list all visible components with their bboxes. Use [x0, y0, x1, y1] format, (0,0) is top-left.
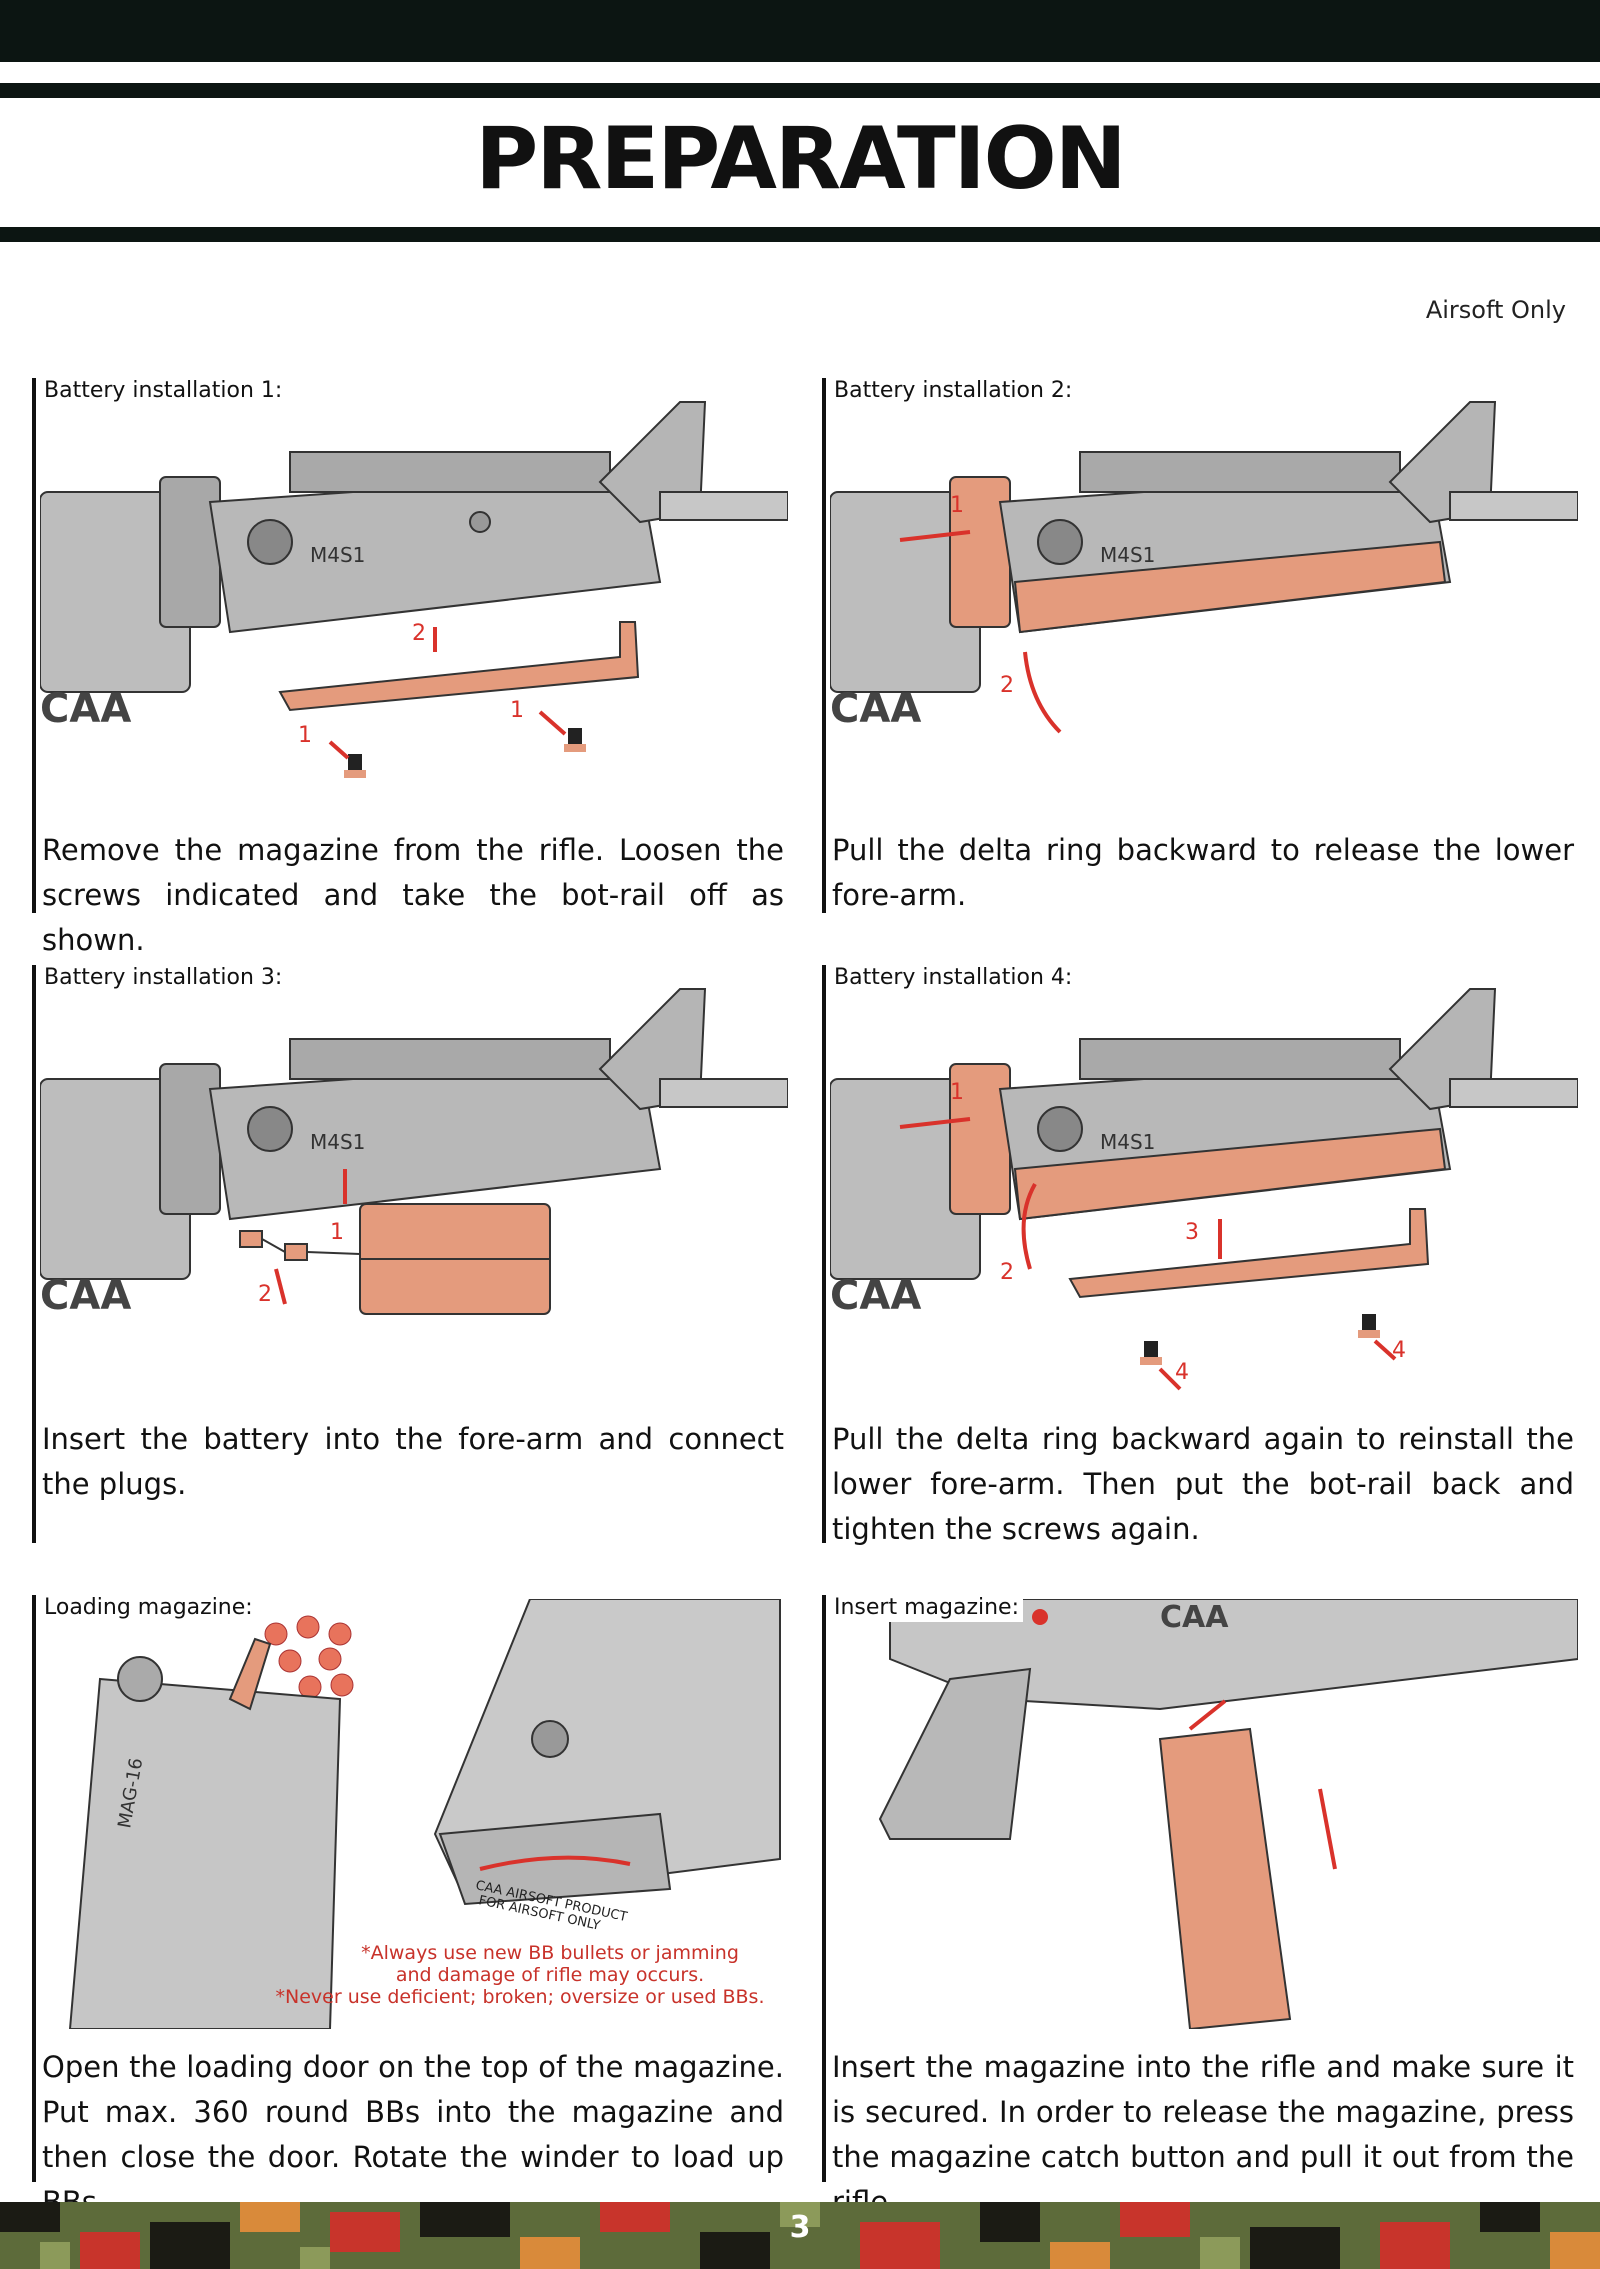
svg-text:CAA: CAA	[40, 1273, 131, 1319]
callout-number: 4	[1392, 1338, 1406, 1363]
insert-arrows	[1188, 1699, 1337, 1870]
rifle-figure-3: M4S1 CAA 1 2	[40, 988, 788, 1319]
step-battery-3: Battery installation 3: M4S1 CAA 1 2 Ins…	[32, 965, 792, 1543]
header-rule-top	[0, 83, 1600, 98]
step-battery-2: Battery installation 2: M4S1 CAA 1 2 Pul…	[822, 378, 1582, 913]
step-label: Battery installation 3:	[44, 965, 287, 992]
warning-line-2: and damage of rifle may occurs.	[396, 1964, 704, 1986]
callout-arrows	[274, 1169, 347, 1305]
page-number: 3	[789, 2210, 811, 2245]
svg-text:M4S1: M4S1	[1100, 1130, 1155, 1154]
callout-number: 2	[1000, 673, 1014, 698]
screws	[1140, 1314, 1380, 1365]
rifle-figure-2: M4S1 CAA 1 2	[830, 401, 1578, 734]
step-label: Loading magazine:	[44, 1595, 257, 1622]
step-insert-magazine: Insert magazine: CAA Insert the magazine…	[822, 1595, 1582, 2219]
step-label: Battery installation 2:	[834, 378, 1077, 405]
bot-rail-orange	[278, 621, 640, 712]
callout-number: 2	[1000, 1260, 1014, 1285]
magazine-orange	[1158, 1727, 1292, 2029]
callout-number: 3	[1185, 1220, 1199, 1245]
step-instructions: Remove the magazine from the rifle. Loos…	[42, 833, 784, 957]
rifle-grey-body: M4S1 CAA	[40, 401, 788, 732]
svg-text:CAA: CAA	[1160, 1600, 1229, 1635]
svg-text:CAA: CAA	[830, 686, 921, 732]
magazine-grey-right: CAA AIRSOFT PRODUCT FOR AIRSOFT ONLY	[433, 1599, 781, 1934]
magazine-grey-left: MAG-16	[68, 1637, 342, 2029]
svg-text:M4S1: M4S1	[310, 1130, 365, 1154]
callout-arrows	[899, 530, 1062, 734]
callout-number: 1	[950, 1080, 964, 1105]
warning-line-1: *Always use new BB bullets or jamming	[361, 1942, 739, 1964]
header-rule-bottom	[0, 227, 1600, 242]
rifle-figure-1: M4S1 CAA 1 2 1	[40, 401, 788, 778]
pistol-grip-grey	[878, 1667, 1032, 1840]
airsoft-only-note: Airsoft Only	[1425, 296, 1566, 324]
rifle-grey-body: M4S1 CAA	[830, 401, 1578, 732]
warning-line-3: *Never use deficient; broken; oversize o…	[276, 1986, 765, 2008]
top-band	[0, 0, 1600, 62]
battery-pack-orange	[239, 1203, 551, 1315]
step-label: Insert magazine:	[834, 1595, 1024, 1622]
step-instructions: Pull the delta ring backward again to re…	[832, 1422, 1574, 1546]
step-instructions: Insert the battery into the fore-arm and…	[42, 1422, 784, 1501]
callout-number: 1	[298, 723, 312, 748]
svg-text:CAA: CAA	[830, 1273, 921, 1319]
callout-number: 1	[510, 698, 524, 723]
callout-arrows	[328, 627, 567, 760]
bb-pellets	[264, 1615, 354, 1699]
magazine-figure: MAG-16 CAA AIRSOFT PRODUCT FOR AIRSOFT O…	[68, 1599, 781, 2029]
camo-footer	[0, 2202, 1600, 2269]
svg-text:M4S1: M4S1	[1100, 543, 1155, 567]
rifle-grey-body: M4S1 CAA	[830, 988, 1578, 1319]
step-instructions: Open the loading door on the top of the …	[42, 2050, 784, 2219]
step-loading-magazine: Loading magazine: MAG-16 CAA AIRSOFT PRO…	[32, 1595, 792, 2219]
page-title: PREPARATION	[475, 109, 1127, 209]
svg-text:M4S1: M4S1	[310, 543, 365, 567]
insert-magazine-figure: CAA	[878, 1599, 1578, 2029]
step-battery-1: Battery installation 1: M4S1 CAA 1 2	[32, 378, 792, 957]
step-instructions: Pull the delta ring backward to release …	[832, 833, 1574, 912]
step-instructions: Insert the magazine into the rifle and m…	[832, 2050, 1574, 2219]
step-label: Battery installation 1:	[44, 378, 287, 405]
callout-number: 2	[412, 621, 426, 646]
callout-arrows	[899, 1117, 1397, 1391]
callout-number: 1	[330, 1220, 344, 1245]
screws	[344, 728, 586, 778]
bot-rail-orange	[1068, 1208, 1430, 1299]
callout-number: 4	[1175, 1360, 1189, 1385]
step-battery-4: Battery installation 4: M4S1 CAA	[822, 965, 1582, 1546]
receiver-grey: CAA	[889, 1599, 1578, 1711]
callout-number: 2	[258, 1282, 272, 1307]
callout-number: 1	[950, 493, 964, 518]
step-label: Battery installation 4:	[834, 965, 1077, 992]
svg-text:CAA: CAA	[40, 686, 131, 732]
rifle-figure-4: M4S1 CAA 1 2 3 4 4	[830, 988, 1578, 1391]
rifle-grey-body: M4S1 CAA	[40, 988, 788, 1319]
